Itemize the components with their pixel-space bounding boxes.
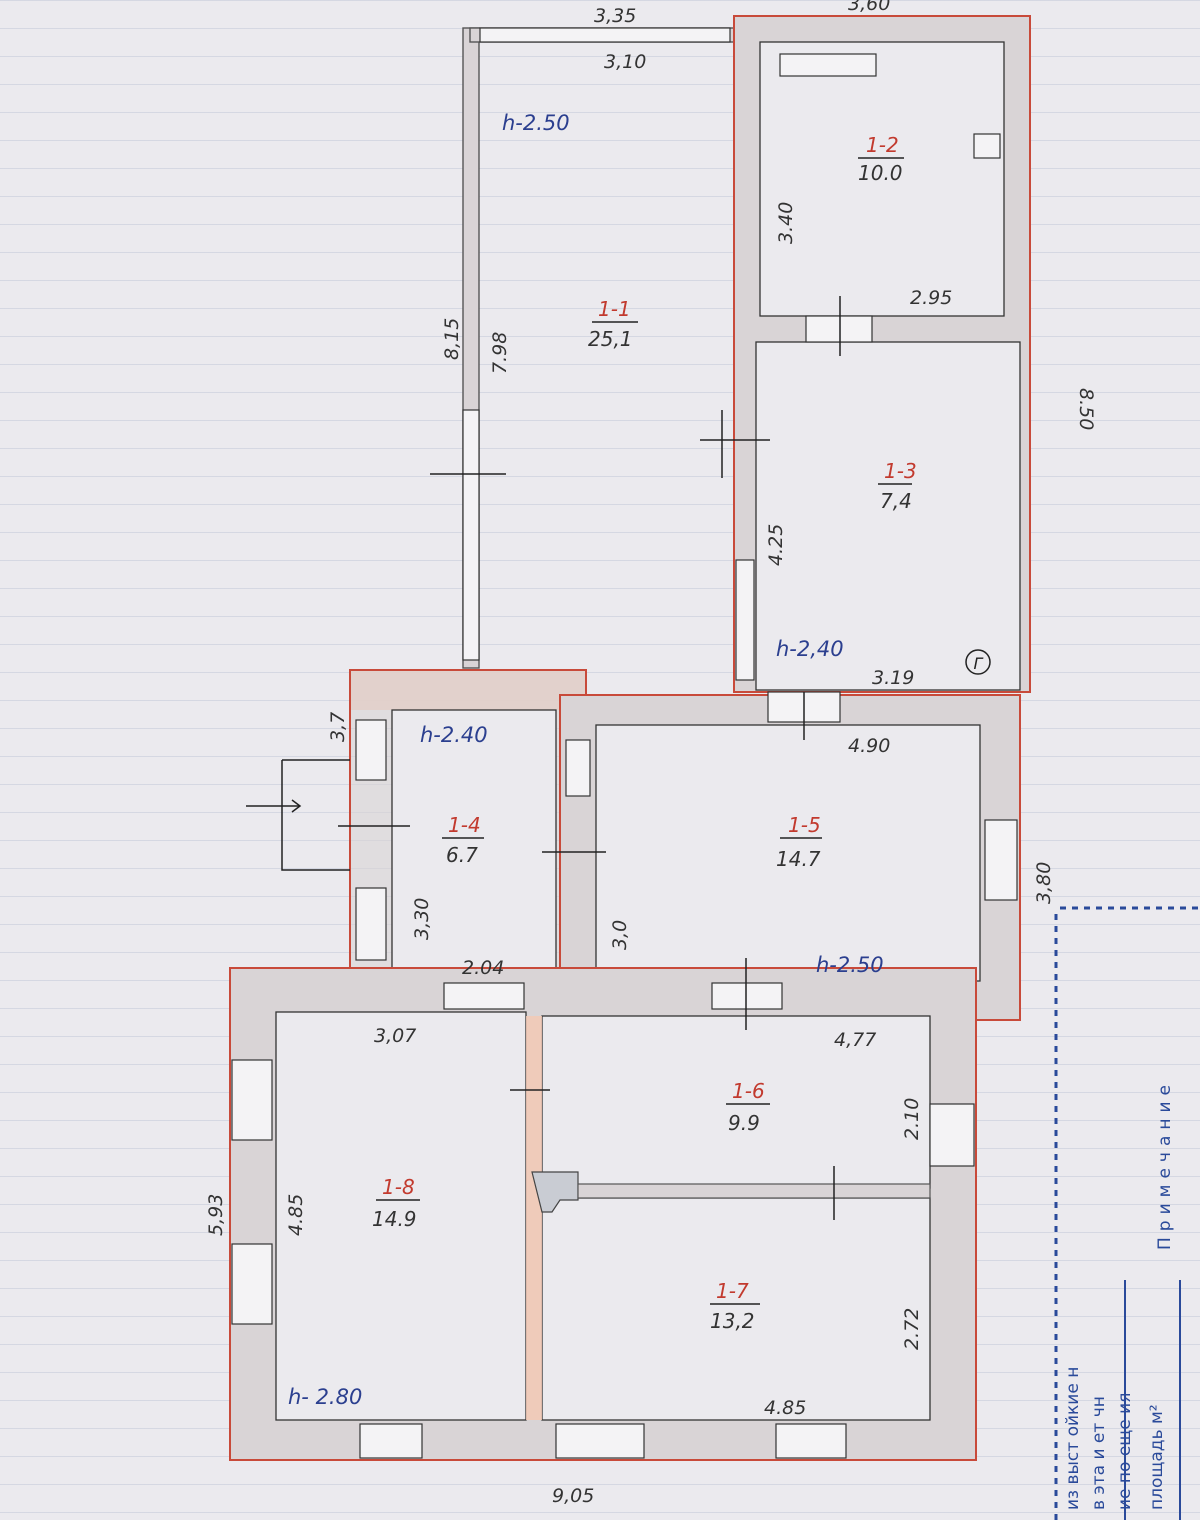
door-marks (246, 296, 841, 1220)
stamp-primechanie: Примечание (1155, 1079, 1175, 1250)
dim-r13-width: 3.19 (872, 667, 914, 689)
dim-r14-small: 3,7 (327, 712, 349, 742)
room-area: 9.9 (728, 1111, 760, 1135)
room-area: 14.9 (372, 1207, 417, 1231)
dim-left-798: 7.98 (489, 332, 511, 374)
room-1-4-label: 1-4 6.7 (442, 813, 484, 867)
dimension-labels: 3,35 3,10 3,60 8,15 7.98 3.40 2.95 8.50 … (205, 0, 1097, 1507)
room-1-6-label: 1-6 9.9 (726, 1079, 770, 1135)
room-labels: 1-1 25,1 1-2 10.0 1-3 7,4 1-4 6.7 1-5 14… (372, 133, 917, 1333)
window-r18-a (231, 1059, 273, 1141)
stamp-line1: ие по еще ия (1115, 1393, 1135, 1510)
circle-marker-letter: Г (974, 654, 984, 673)
room-1-1-label: 1-1 25,1 (588, 297, 638, 351)
room-area: 14.7 (776, 847, 821, 871)
fixture-r12 (779, 53, 877, 77)
room-1-5-floor (595, 724, 981, 982)
dim-top-left-inner: 3,10 (604, 51, 646, 73)
dim-left-815: 8,15 (441, 318, 463, 360)
stamp-line3: из выст ойкие н (1063, 1367, 1083, 1510)
dim-r16-width: 4,77 (834, 1029, 876, 1051)
room-1-7-floor (541, 1197, 931, 1421)
room-number: 1-5 (788, 813, 821, 837)
window-bottom-c (775, 1423, 847, 1459)
room-1-7-label: 1-7 13,2 (710, 1279, 760, 1333)
fixture-r12-box (973, 133, 1001, 159)
window-r13-left (735, 559, 755, 681)
dim-r18-height: 4.85 (285, 1194, 307, 1236)
dim-top-right-outer: 3,60 (848, 0, 890, 15)
stamp-line2: в эта и ет чн (1089, 1396, 1109, 1510)
dim-top-left-outer: 3,35 (594, 5, 636, 27)
stamp-ploshchad: площадь м² (1147, 1404, 1167, 1510)
room-1-6-floor (541, 1015, 931, 1189)
room-area: 13,2 (710, 1309, 755, 1333)
room-area: 7,4 (880, 489, 912, 513)
room-number: 1-6 (732, 1079, 765, 1103)
room-number: 1-4 (448, 813, 481, 837)
door-r15-r16 (711, 982, 783, 1010)
title-block: Примечание площадь м² ие по еще ия в эта… (1054, 906, 1200, 1520)
circle-marker (965, 649, 991, 675)
room-1-5-label: 1-5 14.7 (776, 813, 822, 871)
dim-r16-height: 2.10 (901, 1098, 923, 1140)
height-r18: h- 2.80 (288, 1385, 362, 1409)
room-number: 1-7 (716, 1279, 749, 1303)
walls (229, 15, 1031, 1461)
window-top (479, 27, 731, 43)
room-area: 25,1 (588, 327, 633, 351)
ceiling-heights: h-2.50 h-2,40 h-2.40 h-2.50 h- 2.80 (288, 111, 884, 1409)
height-r14: h-2.40 (420, 723, 488, 747)
dim-r17-width: 4.85 (764, 1397, 806, 1419)
window-r14-a (355, 719, 387, 781)
room-number: 1-8 (382, 1175, 415, 1199)
window-r15-right (984, 819, 1018, 901)
room-1-2-floor (759, 41, 1005, 317)
room-1-3-floor (755, 341, 1021, 691)
window-bottom-b (555, 1423, 645, 1459)
dim-bottom-outer: 9,05 (552, 1485, 594, 1507)
window-r14-b (355, 887, 387, 961)
window-bottom-a (359, 1423, 423, 1459)
room-1-3-label: 1-3 7,4 (878, 459, 917, 513)
room-area: 6.7 (446, 843, 478, 867)
height-r15: h-2.50 (816, 953, 884, 977)
height-r11: h-2.50 (502, 111, 570, 135)
wall-partition-1-6-1-7 (577, 1183, 931, 1199)
stove-shape (531, 1171, 579, 1213)
dim-right-850: 8.50 (1075, 388, 1097, 430)
dim-r15-right: 3,80 (1033, 862, 1055, 904)
dim-r13-height: 4.25 (765, 524, 787, 566)
room-1-8-label: 1-8 14.9 (372, 1175, 420, 1231)
wall-tint-partition (526, 1016, 542, 1420)
room-1-8-floor (275, 1011, 527, 1421)
door-r14-r18 (443, 982, 525, 1010)
room-number: 1-3 (884, 459, 917, 483)
window-r16 (929, 1103, 975, 1167)
room-1-2-label: 1-2 10.0 (858, 133, 904, 185)
dim-r17-height: 2.72 (901, 1308, 923, 1350)
dim-r18-width: 3,07 (374, 1025, 416, 1047)
dim-r15-height: 3,0 (609, 920, 631, 950)
dim-left-593: 5,93 (205, 1194, 227, 1236)
dim-r14-width: 2.04 (462, 957, 504, 979)
room-1-4-floor (391, 709, 557, 979)
window-r15-a (565, 739, 591, 797)
door-r12-r13 (805, 315, 873, 343)
window-r18-b (231, 1243, 273, 1325)
window-veranda-left (462, 409, 480, 661)
height-r13: h-2,40 (776, 637, 844, 661)
room-number: 1-2 (866, 133, 899, 157)
dim-r14-height: 3,30 (411, 898, 433, 940)
dim-r12-width: 2.95 (910, 287, 952, 309)
room-number: 1-1 (598, 297, 631, 321)
dim-r15-width: 4.90 (848, 735, 890, 757)
room-area: 10.0 (858, 161, 903, 185)
dim-r12-height: 3.40 (775, 202, 797, 244)
windows (231, 27, 1018, 1459)
